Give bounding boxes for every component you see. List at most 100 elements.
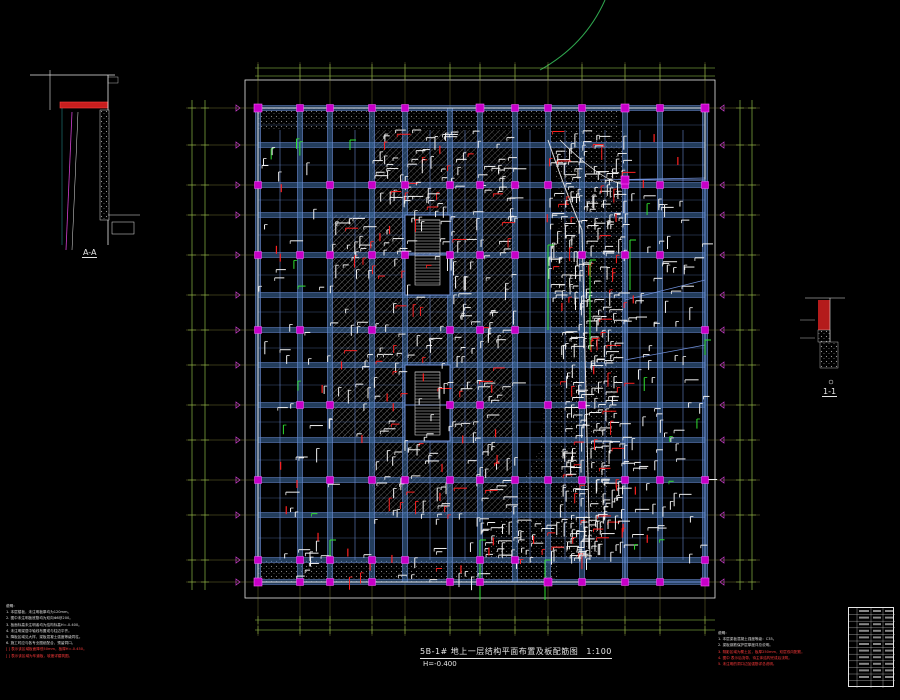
axis-marker xyxy=(719,326,725,334)
column xyxy=(621,476,629,484)
stair-flight xyxy=(414,371,441,436)
column xyxy=(701,181,709,189)
axis-marker xyxy=(719,251,725,259)
table-cell-text xyxy=(885,629,893,632)
column xyxy=(544,476,552,484)
column xyxy=(476,476,484,484)
column xyxy=(401,556,409,564)
table-cell-text xyxy=(885,662,893,665)
axis-marker xyxy=(719,291,725,299)
column xyxy=(446,181,454,189)
axis-marker xyxy=(719,436,725,444)
column xyxy=(656,578,664,586)
table-cell-text xyxy=(873,636,881,639)
stair-flight xyxy=(414,219,441,286)
column xyxy=(368,556,376,564)
ramp-curve-left xyxy=(547,139,591,561)
axis-marker xyxy=(719,556,725,564)
rebar-annotations xyxy=(258,129,718,600)
table-cell-text xyxy=(859,623,869,626)
column xyxy=(656,104,664,112)
column xyxy=(701,556,709,564)
column xyxy=(476,251,484,259)
axis-marker xyxy=(719,181,725,189)
column xyxy=(476,578,484,586)
column xyxy=(620,175,630,185)
ramp-curve-right xyxy=(559,139,626,186)
column xyxy=(700,577,710,587)
column xyxy=(544,401,552,409)
column xyxy=(620,103,630,113)
table-cell-text xyxy=(873,649,881,652)
stair-shaft-3 xyxy=(404,364,451,406)
column xyxy=(326,556,334,564)
table-cell-text xyxy=(873,610,881,612)
column xyxy=(476,326,484,334)
column-grid xyxy=(253,103,710,587)
table-cell-text xyxy=(859,616,869,619)
ramp-beam xyxy=(599,177,706,181)
column xyxy=(578,251,586,259)
table-cell-text xyxy=(885,610,893,612)
column xyxy=(578,476,586,484)
column xyxy=(368,578,376,586)
table-cell-text xyxy=(859,629,869,632)
beam-grid xyxy=(255,105,708,585)
beam-vertical xyxy=(297,108,303,582)
table-cell-text xyxy=(885,636,893,639)
column xyxy=(511,251,519,259)
column xyxy=(511,556,519,564)
column xyxy=(701,326,709,334)
table-cell-text xyxy=(885,616,893,619)
title-block-table xyxy=(848,607,895,688)
column xyxy=(543,577,553,587)
column xyxy=(296,251,304,259)
beam-vertical xyxy=(327,108,333,582)
column xyxy=(446,578,454,586)
notes-right-heading: 说明： xyxy=(718,631,729,635)
column xyxy=(253,577,263,587)
section-label-a-a: A-A xyxy=(82,248,98,258)
axis-marker xyxy=(235,401,241,409)
drawing-elevation: H=-0.400 xyxy=(423,660,457,668)
column xyxy=(326,104,334,112)
beam-vertical xyxy=(477,108,483,582)
column xyxy=(475,103,485,113)
column xyxy=(476,556,484,564)
table-cell-text xyxy=(873,676,881,678)
section-label-1-1: 1-1 xyxy=(822,387,838,397)
axis-marker xyxy=(235,476,241,484)
column xyxy=(446,326,454,334)
beam-vertical xyxy=(512,108,518,582)
axis-marker xyxy=(719,141,725,149)
column xyxy=(621,578,629,586)
table-cell-text xyxy=(873,643,881,645)
column xyxy=(326,578,334,586)
hatch-area-bottom-strip xyxy=(258,560,558,582)
axis-marker xyxy=(235,361,241,369)
notes-right-line: 1. 本层梁板混凝土强度等级：C35。 xyxy=(718,637,777,642)
notes-left-line: 6. 施工时应与各专业图纸配合，预留洞口。 xyxy=(6,641,76,646)
table-cell-text xyxy=(873,629,881,632)
axis-marker xyxy=(235,181,241,189)
column xyxy=(296,104,304,112)
column xyxy=(544,104,552,112)
column xyxy=(544,181,552,189)
column xyxy=(368,181,376,189)
table-cell-text xyxy=(885,656,893,659)
hatched-slab-areas xyxy=(258,108,625,582)
table-cell-text xyxy=(885,623,893,626)
column xyxy=(446,401,454,409)
table-cell-text xyxy=(859,636,869,639)
column xyxy=(578,104,586,112)
table-cell-text xyxy=(885,669,893,672)
column xyxy=(368,326,376,334)
notes-left-line: 4. 未注明梁居中轴线布置或与柱边平齐。 xyxy=(6,628,72,633)
column xyxy=(578,401,586,409)
axis-marker xyxy=(235,104,241,112)
axis-marker xyxy=(235,141,241,149)
notes-left: 说明： 1. 本层楼板，未注明板厚均为120mm。 2. 图中未注明板底筋均为双… xyxy=(6,603,166,659)
table-cell-text xyxy=(873,656,881,659)
axis-marker xyxy=(235,291,241,299)
